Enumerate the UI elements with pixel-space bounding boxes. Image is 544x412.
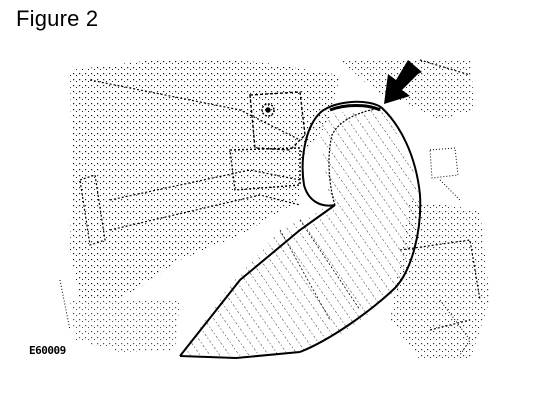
arrow-down-left-icon [384, 60, 422, 104]
figure-title: Figure 2 [16, 6, 99, 31]
frame-rails [79, 59, 481, 331]
engine-background [70, 58, 490, 360]
mounting-bracket [229, 91, 306, 191]
heat-shield-component [179, 100, 422, 360]
misc-detail-dots [59, 147, 471, 356]
reference-code: E60009 [29, 344, 66, 357]
